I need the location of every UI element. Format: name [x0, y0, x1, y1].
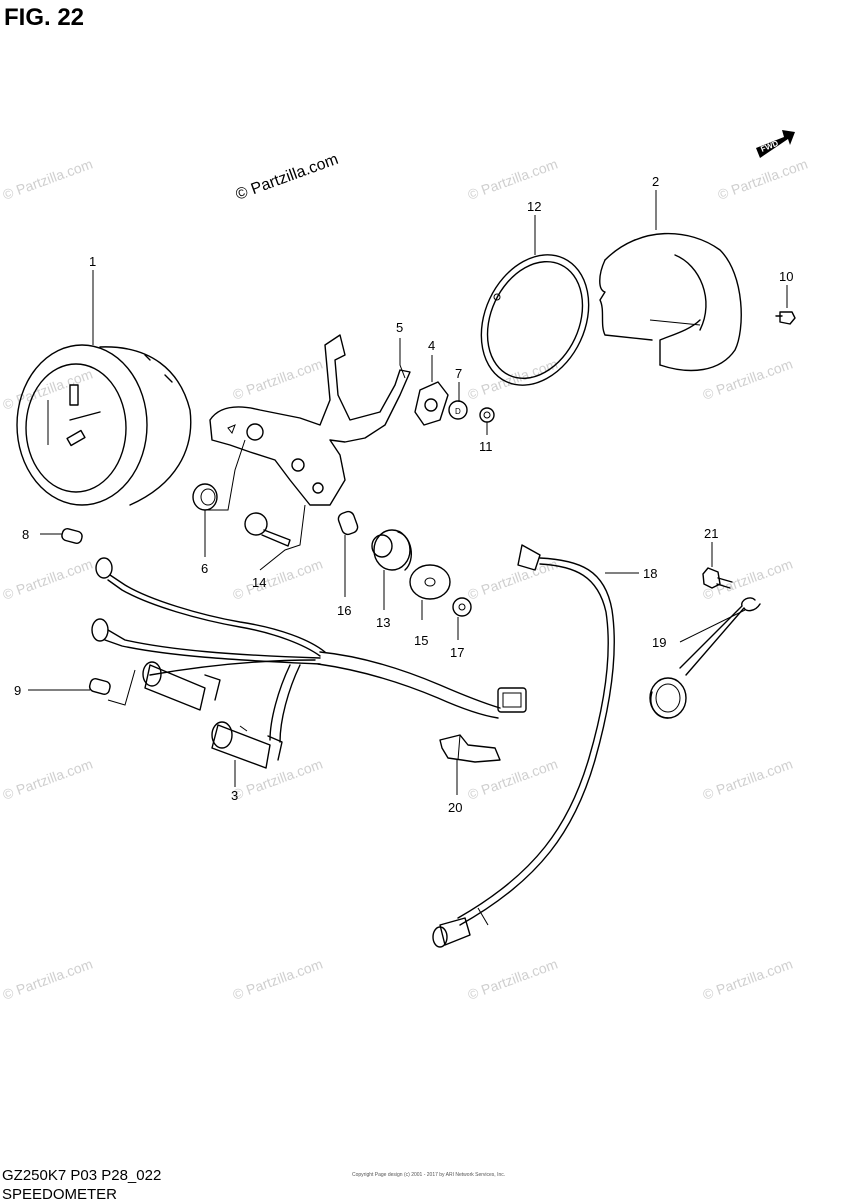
callout-5: 5: [396, 320, 403, 335]
watermark: © Partzilla.com: [466, 956, 560, 1003]
partzilla-logo: © Partzilla.com: [234, 151, 341, 204]
spacer: [337, 510, 359, 536]
washer-15: [409, 564, 451, 600]
callout-7: 7: [455, 366, 462, 381]
speedometer-cable: [432, 544, 615, 948]
callout-13: 13: [376, 615, 390, 630]
callout-16: 16: [337, 603, 351, 618]
callout-20: 20: [448, 800, 462, 815]
watermark: © Partzilla.com: [231, 956, 325, 1003]
speedometer-assembly: [16, 344, 192, 506]
model-code: GZ250K7 P03 P28_022: [2, 1167, 162, 1184]
callout-21: 21: [704, 526, 718, 541]
wiring-harness: [91, 557, 527, 769]
watermark: © Partzilla.com: [466, 556, 560, 603]
nut-11: [479, 407, 495, 423]
callout-17: 17: [450, 645, 464, 660]
screw-10: [775, 311, 796, 325]
callout-12: 12: [527, 199, 541, 214]
watermark: © Partzilla.com: [701, 956, 795, 1003]
watermarks: © Partzilla.com © Partzilla.com © Partzi…: [1, 156, 810, 1003]
callout-9: 9: [14, 683, 21, 698]
cushion-13: [371, 529, 413, 571]
meter-case: [599, 232, 742, 372]
bolt: [244, 512, 291, 547]
callout-4: 4: [428, 338, 435, 353]
cushion-4: [414, 381, 449, 426]
fwd-arrow-icon: FWD: [756, 130, 795, 158]
watermark: © Partzilla.com: [1, 556, 95, 603]
leader-lines: [28, 190, 788, 795]
watermark: © Partzilla.com: [701, 756, 795, 803]
callout-10: 10: [779, 269, 793, 284]
svg-text:D: D: [455, 407, 461, 416]
ring: [480, 254, 590, 386]
callout-15: 15: [414, 633, 428, 648]
callout-11: 11: [479, 439, 493, 454]
washer-7: D: [448, 400, 468, 420]
grommet: [192, 483, 218, 511]
callout-1: 1: [89, 254, 96, 269]
callout-2: 2: [652, 174, 659, 189]
watermark: © Partzilla.com: [231, 356, 325, 403]
callout-numbers: 1 2 3 4 5 6 7 8 9 10 11 12 13 14 15 16 1…: [14, 174, 793, 815]
figure-title: FIG. 22: [4, 4, 85, 31]
callout-14: 14: [252, 575, 266, 590]
watermark: © Partzilla.com: [466, 756, 560, 803]
bulb-9: [88, 678, 111, 695]
watermark: © Partzilla.com: [231, 556, 325, 603]
meter-bracket: [209, 334, 411, 506]
watermark: © Partzilla.com: [701, 556, 795, 603]
screw-21: [702, 567, 733, 589]
watermark: © Partzilla.com: [1, 756, 95, 803]
callout-6: 6: [201, 561, 208, 576]
callout-19: 19: [652, 635, 666, 650]
watermark: © Partzilla.com: [701, 356, 795, 403]
callout-3: 3: [231, 788, 238, 803]
callout-18: 18: [643, 566, 657, 581]
watermark: © Partzilla.com: [1, 956, 95, 1003]
watermark: © Partzilla.com: [466, 156, 560, 203]
copyright-notice: Copyright Page design (c) 2001 - 2017 by…: [352, 1172, 506, 1178]
clamp-19: [649, 597, 761, 719]
section-name: SPEEDOMETER: [2, 1186, 118, 1203]
watermark: © Partzilla.com: [716, 156, 810, 203]
fwd-label: FWD: [759, 139, 779, 154]
bulb-8: [61, 528, 83, 544]
watermark: © Partzilla.com: [1, 156, 95, 203]
clamp-20: [439, 734, 501, 763]
watermark: © Partzilla.com: [231, 756, 325, 803]
nut-17: [452, 597, 472, 617]
callout-8: 8: [22, 527, 29, 542]
